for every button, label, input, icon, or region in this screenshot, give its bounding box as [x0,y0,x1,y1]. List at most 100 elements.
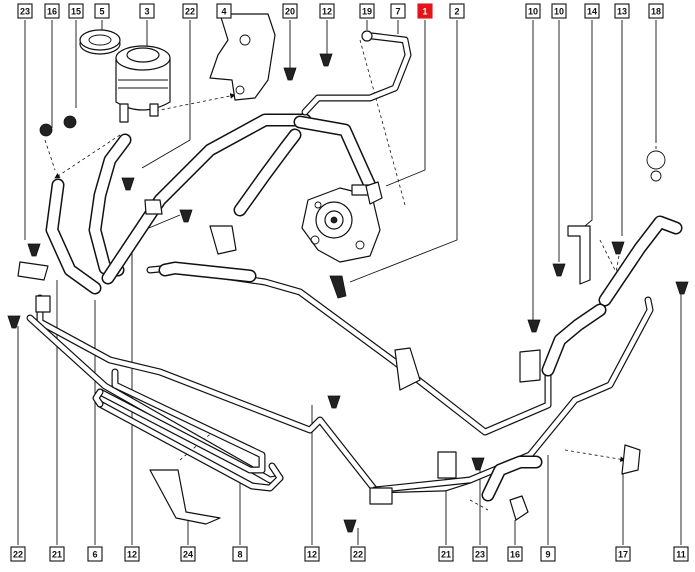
callout-top-6: 4 [216,3,232,19]
lower-steel-pipe-assembly [26,294,474,494]
callout-bottom-7: 22 [350,546,366,562]
callout-bottom-1-label: 21 [52,550,62,560]
callout-top-16-label: 13 [617,7,627,17]
callout-top-8-box [319,3,335,19]
callout-bottom-2-box [87,546,103,562]
fasteners [7,30,689,533]
callout-top-13: 10 [525,3,541,19]
callout-bottom-12: 17 [615,546,631,562]
callout-top-4: 3 [139,3,155,19]
callout-bottom-2-label: 6 [92,550,97,560]
callout-top-5-box [182,3,198,19]
callout-top-15: 14 [584,3,600,19]
callout-bottom-6: 12 [304,546,320,562]
callout-bottom-4: 24 [180,546,196,562]
callout-bottom-9: 23 [472,546,488,562]
callout-top-5: 22 [182,3,198,19]
callout-top-1-label: 16 [47,7,57,17]
callout-top-8: 12 [319,3,335,19]
callout-top-6-box [216,3,232,19]
callout-bottom-5-label: 8 [237,550,242,560]
callout-bottom-13: 11 [673,546,689,562]
mounting-bracket-4 [209,13,276,101]
callout-top-3-box [94,3,110,19]
callout-top-4-label: 3 [144,7,149,17]
callout-top-13-label: 10 [528,7,538,17]
callout-top-11: 1 [417,3,433,19]
callout-top-14-label: 10 [554,7,564,17]
callout-bottom-0-box [10,546,26,562]
callout-top-12-label: 2 [454,7,459,17]
callout-bottom-1-box [49,546,65,562]
callout-top-17-box [648,3,664,19]
callout-bottom-5-box [232,546,248,562]
callout-bottom-3-box [124,546,140,562]
callout-top-2: 15 [68,3,84,19]
callout-top-14: 10 [551,3,567,19]
callout-top-11-box [417,3,433,19]
callout-bottom-2: 6 [87,546,103,562]
callout-bottom-9-label: 23 [475,550,485,560]
callout-top-15-label: 14 [587,7,597,17]
callout-bottom-11-box [540,546,556,562]
callout-top-6-label: 4 [221,7,226,17]
callout-top-0: 23 [17,3,33,19]
callout-bottom-4-box [180,546,196,562]
callout-top-8-label: 12 [322,7,332,17]
callout-top-10: 7 [390,3,406,19]
callout-top-16-box [614,3,630,19]
callout-top-14-box [551,3,567,19]
callout-bottom-12-box [615,546,631,562]
callout-bottom-4-label: 24 [183,550,193,560]
callout-top-3: 5 [94,3,110,19]
callout-bottom-3: 12 [124,546,140,562]
callout-bottom-6-label: 12 [307,550,317,560]
callout-top-10-box [390,3,406,19]
callout-top-12-box [449,3,465,19]
callout-bottom-0-label: 22 [13,550,23,560]
top-pipe [301,32,412,116]
callout-top-17: 18 [648,3,664,19]
callout-top-3-label: 5 [99,7,104,17]
callout-top-9-box [359,3,375,19]
rubber-hoses [45,113,683,502]
callout-bottom-0: 22 [10,546,26,562]
callout-bottom-11-label: 9 [545,550,550,560]
callout-top-11-label: 1 [422,7,427,17]
callout-bottom-3-label: 12 [127,550,137,560]
callout-top-12: 2 [449,3,465,19]
callout-top-7-box [282,3,298,19]
steering-pump [301,181,383,263]
callout-top-1: 16 [44,3,60,19]
callout-top-9: 19 [359,3,375,19]
callout-top-16: 13 [614,3,630,19]
callout-bottom-10-label: 16 [510,550,520,560]
callout-bottom-8-box [438,546,454,562]
callout-bottom-10-box [507,546,523,562]
callout-bottom-8: 21 [438,546,454,562]
callout-bottom-12-label: 17 [618,550,628,560]
fluid-reservoir [79,29,171,123]
callout-top-1-box [44,3,60,19]
callout-top-0-label: 23 [20,7,30,17]
callout-top-4-box [139,3,155,19]
callout-bottom-6-box [304,546,320,562]
callout-top-15-box [584,3,600,19]
callout-bottom-9-box [472,546,488,562]
callouts-bottom: 22 21 6 12 24 8 12 22 21 23 16 9 17 11 [10,546,689,562]
callout-bottom-13-box [673,546,689,562]
callout-top-2-box [68,3,84,19]
callout-top-0-box [17,3,33,19]
callout-bottom-10: 16 [507,546,523,562]
callout-bottom-11: 9 [540,546,556,562]
callout-top-5-label: 22 [185,7,195,17]
callout-bottom-1: 21 [49,546,65,562]
callout-bottom-13-label: 11 [676,550,686,560]
callout-bottom-5: 8 [232,546,248,562]
callout-top-10-label: 7 [395,7,400,17]
callout-top-7: 20 [282,3,298,19]
callout-bottom-8-label: 21 [441,550,451,560]
assembly-dashed-lines [44,39,657,511]
